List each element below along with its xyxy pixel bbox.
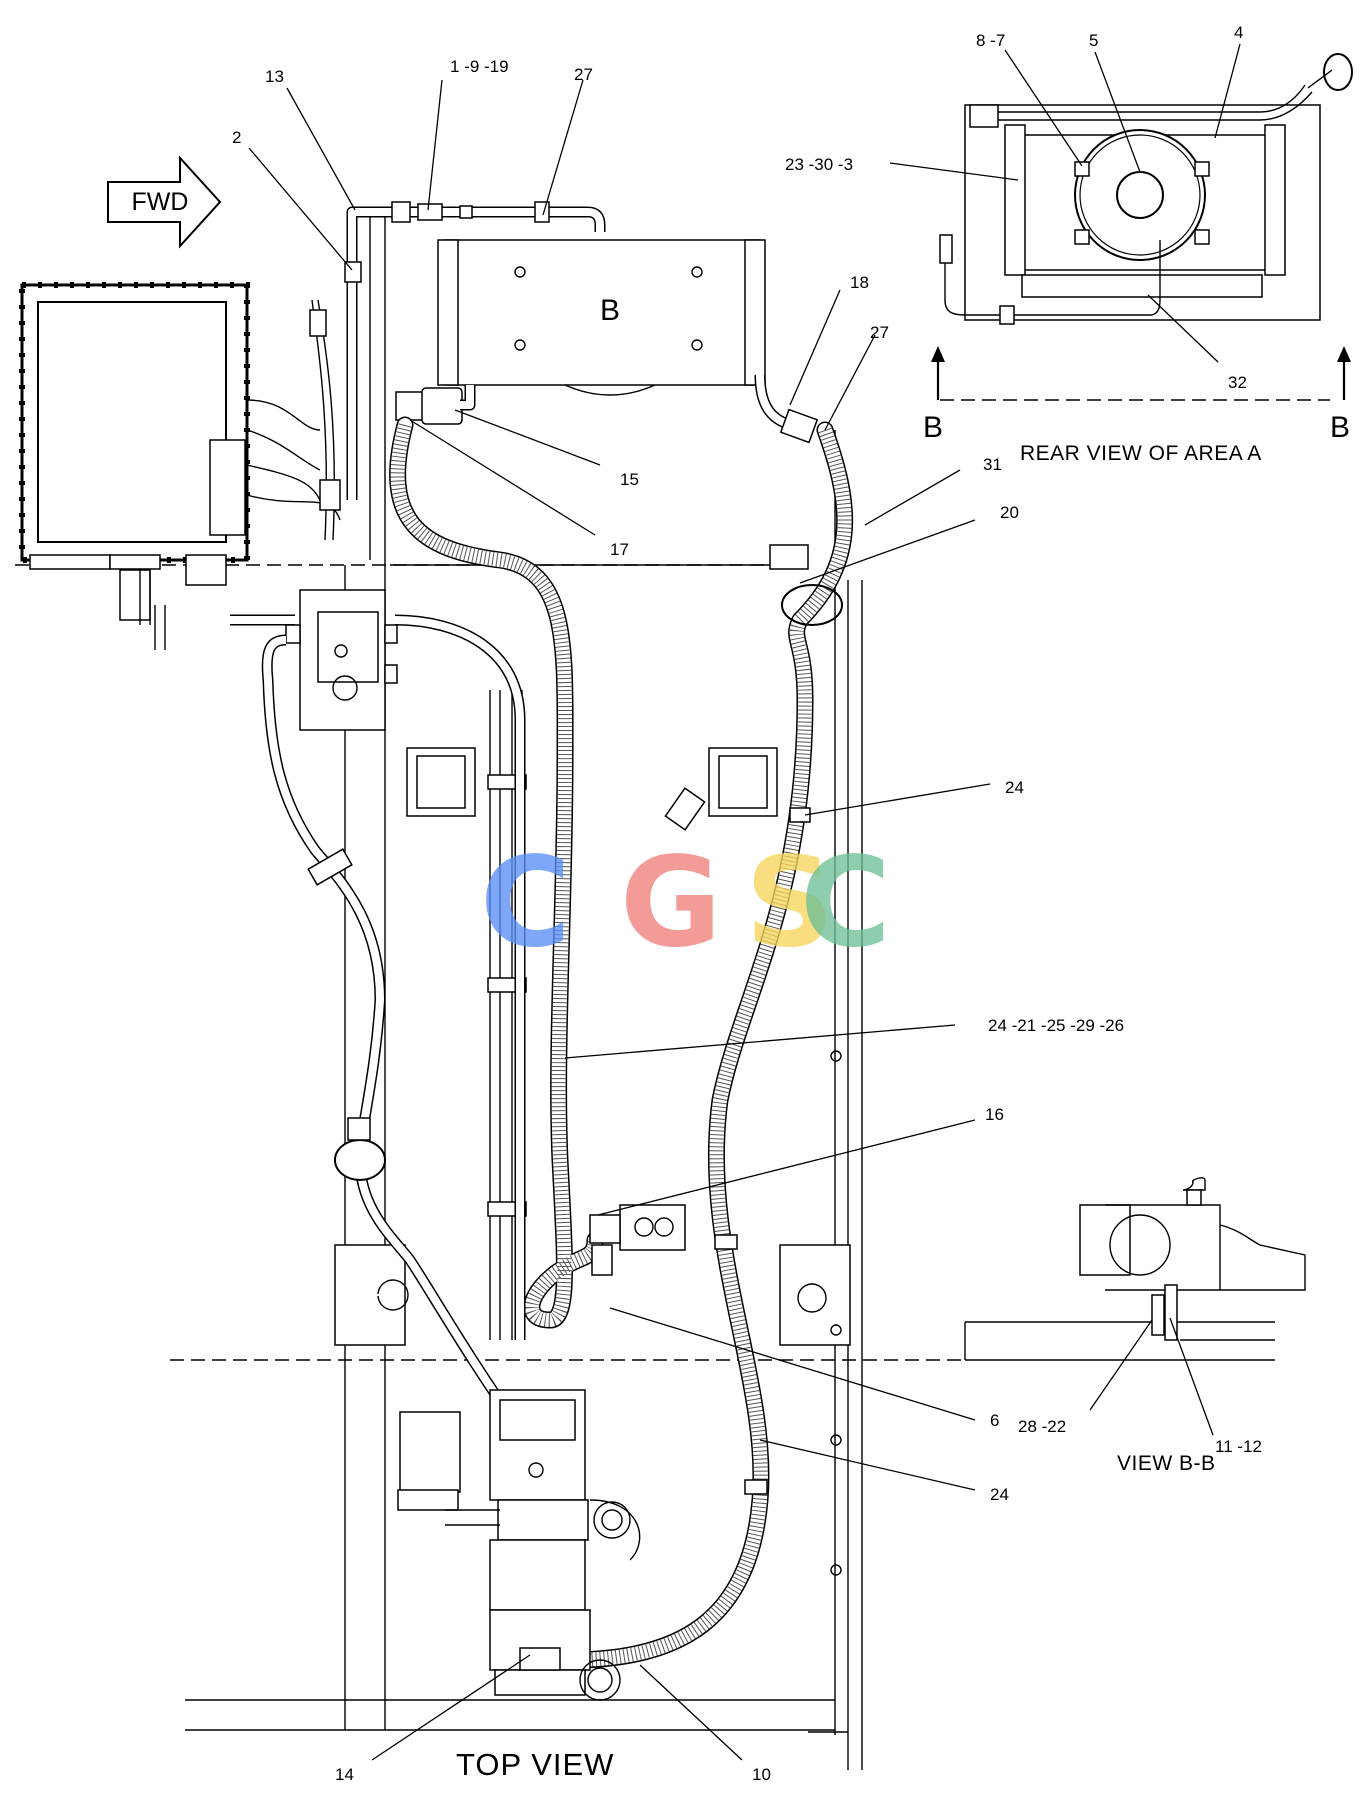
callout-28-22: 28 -22 (1018, 1417, 1066, 1436)
component-b: B (437, 239, 766, 396)
view-b-b (964, 1177, 1306, 1361)
callout-14: 14 (335, 1765, 354, 1784)
callout-1-9-19: 1 -9 -19 (450, 57, 509, 76)
watermark-letter-g: G (620, 831, 722, 975)
watermark-letter-s: S (745, 831, 834, 975)
section-b-b-marker: B B (923, 346, 1351, 444)
callout-8-7: 8 -7 (976, 31, 1005, 50)
top-view-caption: TOP VIEW (456, 1747, 614, 1782)
component-16 (589, 1204, 686, 1276)
callout-2: 2 (232, 128, 241, 147)
callout-17: 17 (610, 540, 629, 559)
leader-lines (248, 43, 1241, 1761)
component-b-label: B (600, 294, 620, 327)
valve-block (285, 589, 398, 731)
callout-5: 5 (1089, 31, 1098, 50)
callout-15: 15 (620, 470, 639, 489)
hose-return (536, 421, 854, 1669)
callout-27-top: 27 (574, 65, 593, 84)
watermark-letter-c2: C (800, 831, 891, 975)
section-marker-left: B (923, 411, 943, 444)
callout-6: 6 (990, 1411, 999, 1430)
callout-18: 18 (850, 273, 869, 292)
callout-4: 4 (1234, 23, 1243, 42)
cgsc-watermark: C G S C (480, 831, 891, 975)
callout-10: 10 (752, 1765, 771, 1784)
control-box (19, 282, 341, 650)
fwd-label: FWD (132, 188, 189, 216)
fitting-18 (754, 374, 819, 444)
watermark-letter-c1: C (480, 831, 571, 975)
section-marker-right: B (1330, 411, 1350, 444)
callout-31: 31 (983, 455, 1002, 474)
callout-11-12: 11 -12 (1215, 1437, 1262, 1456)
callouts: 13 1 -9 -19 27 2 8 -7 5 4 23 -30 -3 18 2… (232, 23, 1262, 1784)
callout-16: 16 (985, 1105, 1004, 1124)
pump-assembly (397, 1389, 641, 1701)
callout-13: 13 (265, 67, 284, 86)
callout-27-right: 27 (870, 323, 889, 342)
callout-24-b: 24 (990, 1485, 1009, 1504)
rear-view-area-a (939, 53, 1353, 325)
callout-23-30-3: 23 -30 -3 (785, 155, 853, 174)
fitting-15-17 (395, 385, 476, 425)
rear-view-caption: REAR VIEW OF AREA A (1020, 442, 1262, 465)
tube-left (230, 614, 526, 1434)
callout-24-a: 24 (1005, 778, 1024, 797)
frame-structure (15, 210, 965, 1770)
callout-20: 20 (1000, 503, 1019, 522)
fwd-arrow: FWD (107, 155, 222, 249)
hose-main (389, 416, 604, 1329)
view-bb-caption: VIEW B-B (1117, 1452, 1216, 1475)
callout-24-21-25-29-26: 24 -21 -25 -29 -26 (988, 1016, 1124, 1035)
callout-32: 32 (1228, 373, 1247, 392)
